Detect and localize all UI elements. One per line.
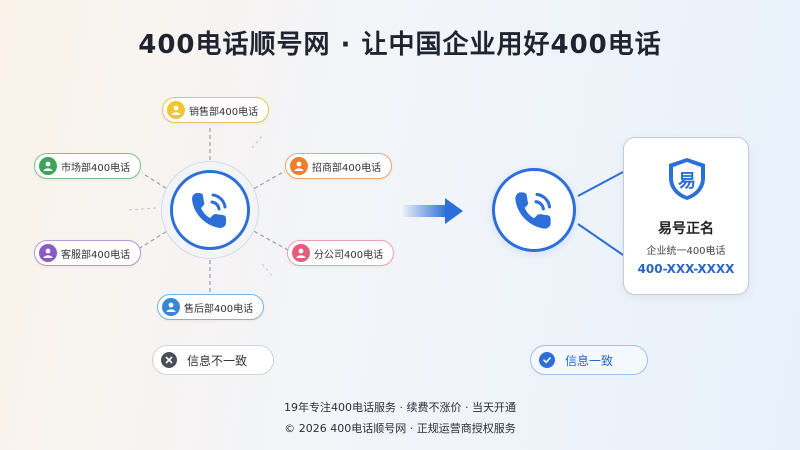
dept-aftersale-pill: 售后部400电话 [157, 294, 265, 320]
shield-icon: 易 [669, 158, 705, 200]
status-inconsistent-label: 信息不一致 [187, 353, 248, 368]
phone-icon [192, 193, 227, 228]
user-icon [292, 244, 310, 262]
close-circle-icon [161, 352, 177, 368]
status-consistent-badge: 信息一致 [530, 345, 648, 375]
dept-sales-label: 销售部400电话 [189, 106, 259, 118]
line-card-bottom [577, 223, 624, 256]
status-inconsistent-badge: 信息不一致 [152, 345, 274, 375]
phone-icon [515, 192, 552, 229]
user-icon [290, 157, 308, 175]
dept-branch-label: 分公司400电话 [314, 249, 384, 261]
card-desc: 企业统一400电话 [646, 246, 726, 257]
phone-hub-left [170, 170, 250, 250]
user-icon [39, 157, 57, 175]
line-card-top [577, 171, 624, 197]
card-number: 400-XXX-XXXX [637, 262, 735, 276]
footer-copyright: © 2026 400电话顺号网 · 正规运营商授权服务 [284, 422, 516, 435]
check-circle-icon [539, 352, 555, 368]
dept-merchant-pill: 招商部400电话 [285, 153, 393, 179]
dept-branch-pill: 分公司400电话 [287, 240, 395, 266]
card-name: 易号正名 [658, 221, 714, 237]
line-service [139, 227, 173, 249]
shield-badge-label: 易 [678, 171, 696, 192]
status-consistent-label: 信息一致 [565, 353, 614, 368]
dept-aftersale-label: 售后部400电话 [184, 303, 254, 315]
dept-service-label: 客服部400电话 [61, 249, 131, 261]
user-icon [39, 244, 57, 262]
dept-merchant-label: 招商部400电话 [312, 162, 382, 174]
page-title: 400电话顺号网 · 让中国企业用好400电话 [138, 30, 662, 60]
dept-market-pill: 市场部400电话 [34, 153, 142, 179]
dept-sales-pill: 销售部400电话 [162, 97, 270, 123]
line-market [141, 172, 173, 193]
line-merchant [247, 170, 286, 193]
unified-number-card: 易 易号正名 企业统一400电话 400-XXX-XXXX [623, 137, 749, 295]
phone-hub-right [492, 168, 576, 252]
dept-service-pill: 客服部400电话 [34, 240, 142, 266]
user-icon [162, 298, 180, 316]
dept-market-label: 市场部400电话 [61, 162, 131, 174]
footer-slogan: 19年专注400电话服务 · 续费不涨价 · 当天开通 [284, 401, 516, 414]
user-icon [167, 101, 185, 119]
arrow-right-icon [403, 198, 463, 224]
line-branch [247, 227, 289, 251]
